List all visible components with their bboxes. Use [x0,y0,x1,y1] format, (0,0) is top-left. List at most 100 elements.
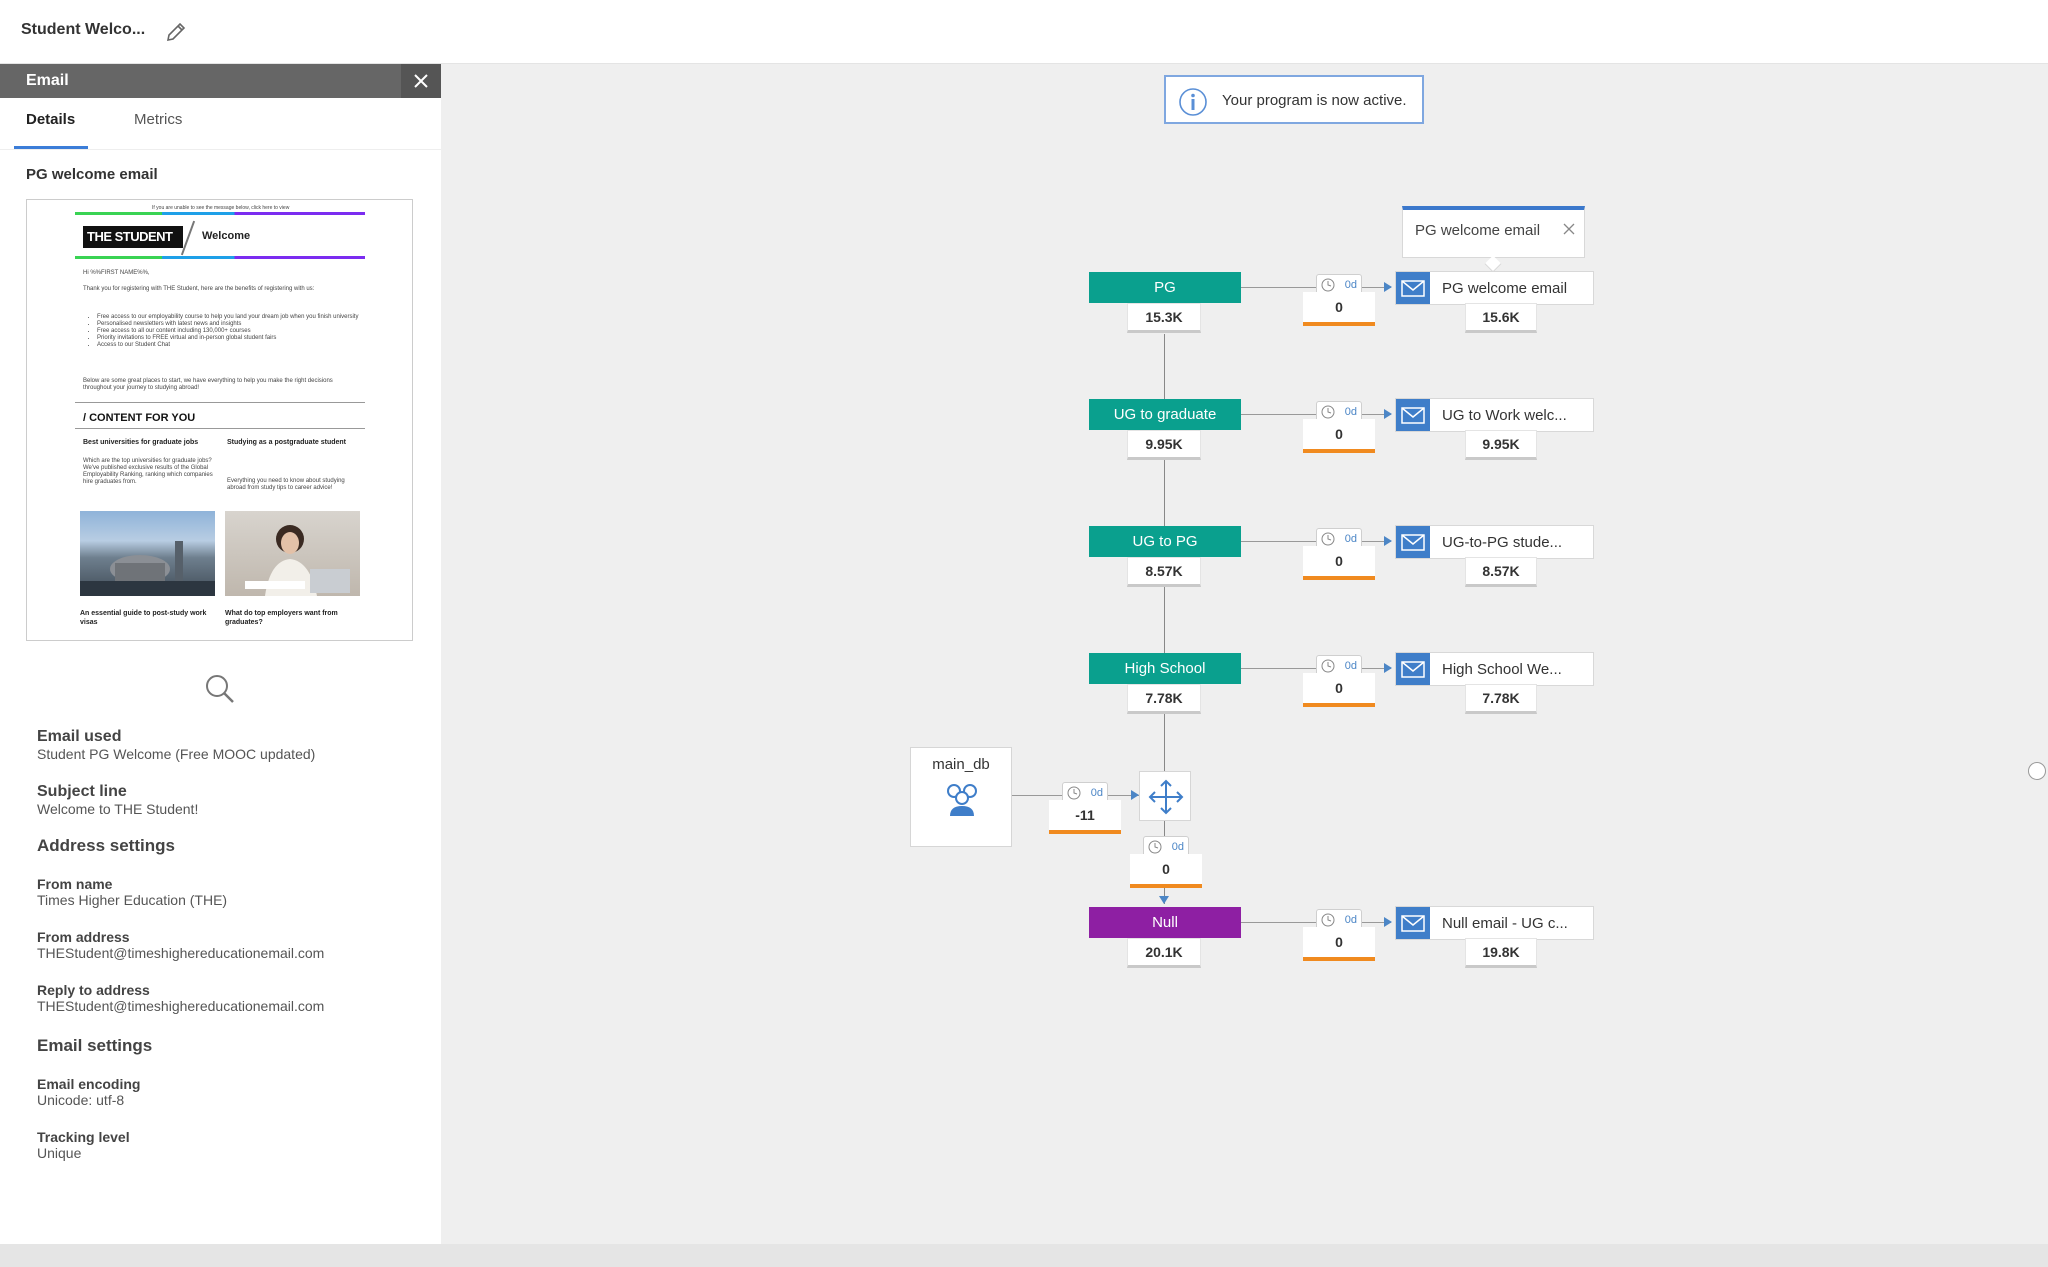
bottom-bar [0,1244,2048,1267]
wait-count: 0 [1303,419,1375,453]
active-tab-indicator [14,146,88,149]
clock-icon [1321,405,1335,419]
clock-icon [1321,659,1335,673]
preview-rule [75,402,365,403]
email-node-label: Null email - UG c... [1442,915,1568,932]
flow-trunk-line [1164,334,1165,904]
from-address-field: From address THEStudent@timeshighereduca… [37,929,324,961]
email-preview[interactable]: If you are unable to see the message bel… [26,199,413,641]
preview-rule [75,428,365,429]
preview-intro: Thank you for registering with THE Stude… [83,286,315,292]
envelope-icon [1396,907,1430,939]
segment-count: 8.57K [1127,557,1201,587]
email-node[interactable]: High School We... [1395,652,1594,686]
wait-count: 0 [1303,546,1375,580]
preview-student-image [225,511,360,596]
segment-node-ug-to-graduate[interactable]: UG to graduate [1089,399,1241,430]
wait-badge[interactable]: 0d [1316,401,1362,423]
preview-campus-image [80,511,215,596]
email-node[interactable]: UG-to-PG stude... [1395,525,1594,559]
from-address-value: THEStudent@timeshighereducationemail.com [37,945,325,961]
tab-metrics[interactable]: Metrics [134,111,183,128]
source-node-main-db[interactable]: main_db [910,747,1012,847]
encoding-value: Unicode: utf-8 [37,1092,125,1108]
preview-logo: THE STUDENT [83,226,183,248]
segment-count: 9.95K [1127,430,1201,460]
subject-field: Subject line Welcome to THE Student! [37,783,198,817]
encoding-field: Email encoding Unicode: utf-8 [37,1076,140,1108]
arrow-icon [1384,917,1392,927]
wait-label: 0d [1344,533,1357,545]
email-used-value: Student PG Welcome (Free MOOC updated) [37,746,316,762]
preview-col1-body: Which are the top universities for gradu… [83,458,213,485]
edit-pencil-icon[interactable] [164,20,188,44]
arrow-icon [1384,663,1392,673]
close-icon[interactable] [1562,222,1576,236]
envelope-icon [1396,272,1430,304]
email-node-label: UG-to-PG stude... [1442,534,1563,551]
preview-col1-foot: An essential guide to post-study work vi… [80,610,207,626]
arrow-icon [1384,536,1392,546]
program-canvas[interactable] [441,64,2048,1244]
email-tooltip: PG welcome email [1402,206,1585,273]
close-icon[interactable] [401,64,441,98]
reply-address-field: Reply to address THEStudent@timeshighere… [37,982,324,1014]
notice-text: Your program is now active. [1222,92,1407,109]
preview-bullet: Priority invitations to FREE virtual and… [97,335,362,342]
preview-top-note: If you are unable to see the message bel… [152,205,290,211]
address-settings-heading: Address settings [37,836,175,855]
tooltip-text: PG welcome email [1415,222,1541,239]
envelope-icon [1396,399,1430,431]
details-panel: Email Details Metrics PG welcome email I… [0,64,441,1244]
segment-count: 15.3K [1127,303,1201,333]
preview-col1-title: Best universities for graduate jobs [83,439,199,446]
magnify-icon[interactable] [203,672,239,708]
preview-divider [180,220,196,256]
segment-node-high-school[interactable]: High School [1089,653,1241,684]
split-node[interactable] [1139,771,1191,821]
email-used-field: Email used Student PG Welcome (Free MOOC… [37,728,315,762]
program-title[interactable]: Student Welco... [21,21,146,38]
email-node-label: PG welcome email [1442,280,1568,297]
email-used-label: Email used [37,728,122,745]
encoding-label: Email encoding [37,1076,141,1092]
from-name-value: Times Higher Education (THE) [37,892,228,908]
email-count: 15.6K [1465,303,1537,333]
preview-color-bar [75,212,365,215]
segment-node-pg[interactable]: PG [1089,272,1241,303]
subject-label: Subject line [37,783,127,800]
tab-details[interactable]: Details [26,111,76,128]
preview-bullet: Access to our Student Chat [97,342,362,349]
panel-body: PG welcome email If you are unable to se… [0,150,441,1244]
preview-bullet: Personalised newsletters with latest new… [97,321,362,328]
email-count: 19.8K [1465,938,1537,968]
wait-badge[interactable]: 0d [1316,655,1362,677]
preview-outro: Below are some great places to start, we… [83,378,333,391]
email-node[interactable]: UG to Work welc... [1395,398,1594,432]
arrow-icon [1131,790,1139,800]
wait-badge[interactable]: 0d [1316,909,1362,931]
wait-badge[interactable]: 0d [1316,274,1362,296]
tracking-value: Unique [37,1145,82,1161]
tracking-label: Tracking level [37,1129,130,1145]
segment-node-null[interactable]: Null [1089,907,1241,938]
email-node-label: High School We... [1442,661,1562,678]
wait-count: 0 [1303,673,1375,707]
email-node[interactable]: PG welcome email [1395,271,1594,305]
wait-label: 0d [1171,841,1184,853]
segment-count: 20.1K [1127,938,1201,968]
reply-address-value: THEStudent@timeshighereducationemail.com [37,998,325,1014]
email-node-label: UG to Work welc... [1442,407,1567,424]
segment-node-ug-to-pg[interactable]: UG to PG [1089,526,1241,557]
from-address-label: From address [37,929,130,945]
segment-count: 7.78K [1127,684,1201,714]
arrow-icon [1384,409,1392,419]
preview-greeting: Hi %%FIRST NAME%%, [83,270,150,276]
canvas-handle[interactable] [2028,762,2046,780]
panel-title: Email [26,72,69,89]
preview-col2-foot: What do top employers want from graduate… [225,610,338,626]
email-node[interactable]: Null email - UG c... [1395,906,1594,940]
top-bar: Student Welco... [0,0,2048,64]
clock-icon [1067,786,1081,800]
email-name: PG welcome email [26,166,158,183]
